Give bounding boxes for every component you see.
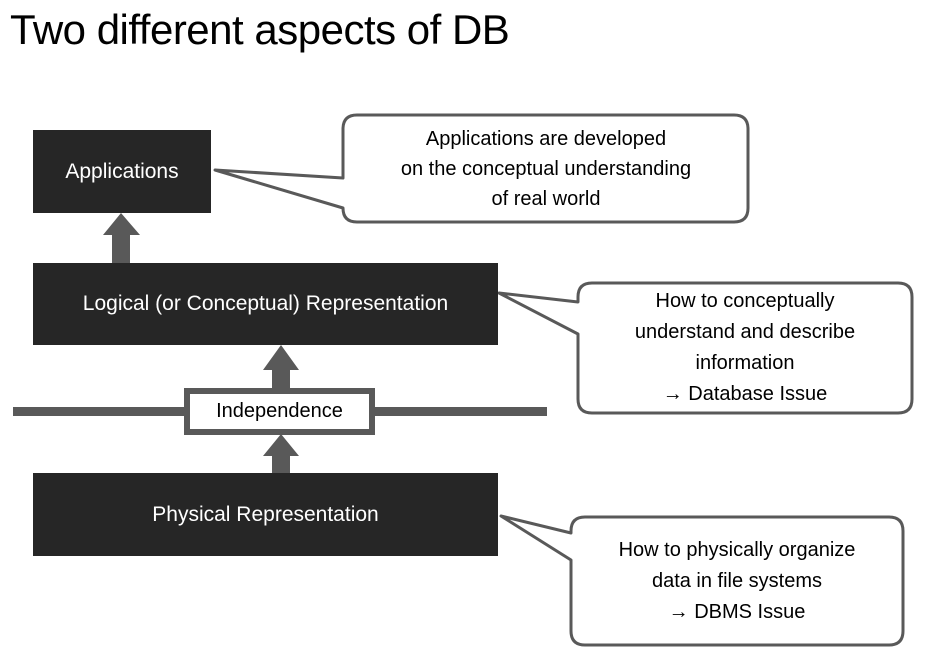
callout-text-physical: How to physically organize data in file … <box>577 520 897 642</box>
callout-bubble-applications <box>213 113 750 224</box>
callout-bubble-logical <box>497 281 914 415</box>
callout-logical-line: → Database Issue <box>662 383 828 405</box>
applications-box-label: Applications <box>65 159 179 183</box>
logical-representation-box-label: Logical (or Conceptual) Representation <box>82 292 449 315</box>
callout-applications-line: of real world <box>491 188 601 210</box>
physical-representation-box: Physical Representation <box>33 473 498 556</box>
page-title: Two different aspects of DB <box>10 6 510 53</box>
up-arrow-logical-to-applications-icon <box>103 213 140 264</box>
logical-representation-box: Logical (or Conceptual) Representation <box>33 263 498 345</box>
up-arrow-physical-to-independence-icon <box>263 434 299 474</box>
callout-logical-line: information <box>695 352 795 374</box>
callout-logical-line: understand and describe <box>634 321 856 343</box>
callout-text-applications: Applications are developed on the concep… <box>350 117 742 221</box>
callout-bubble-physical <box>499 514 905 647</box>
independence-box-label: Independence <box>216 400 343 422</box>
callout-applications-line: Applications are developed <box>425 128 667 150</box>
callout-physical-line: data in file systems <box>651 569 823 592</box>
callout-text-logical: How to conceptually understand and descr… <box>584 286 906 410</box>
up-arrow-independence-to-logical-icon <box>263 345 299 389</box>
physical-representation-box-label: Physical Representation <box>152 502 379 526</box>
callout-logical-line: How to conceptually <box>655 290 835 312</box>
callout-physical-line: → DBMS Issue <box>668 600 806 623</box>
applications-box: Applications <box>33 130 211 213</box>
callout-physical-line: How to physically organize <box>618 538 856 561</box>
callout-applications-line: on the conceptual understanding <box>400 158 692 180</box>
independence-box: Independence <box>184 388 375 435</box>
